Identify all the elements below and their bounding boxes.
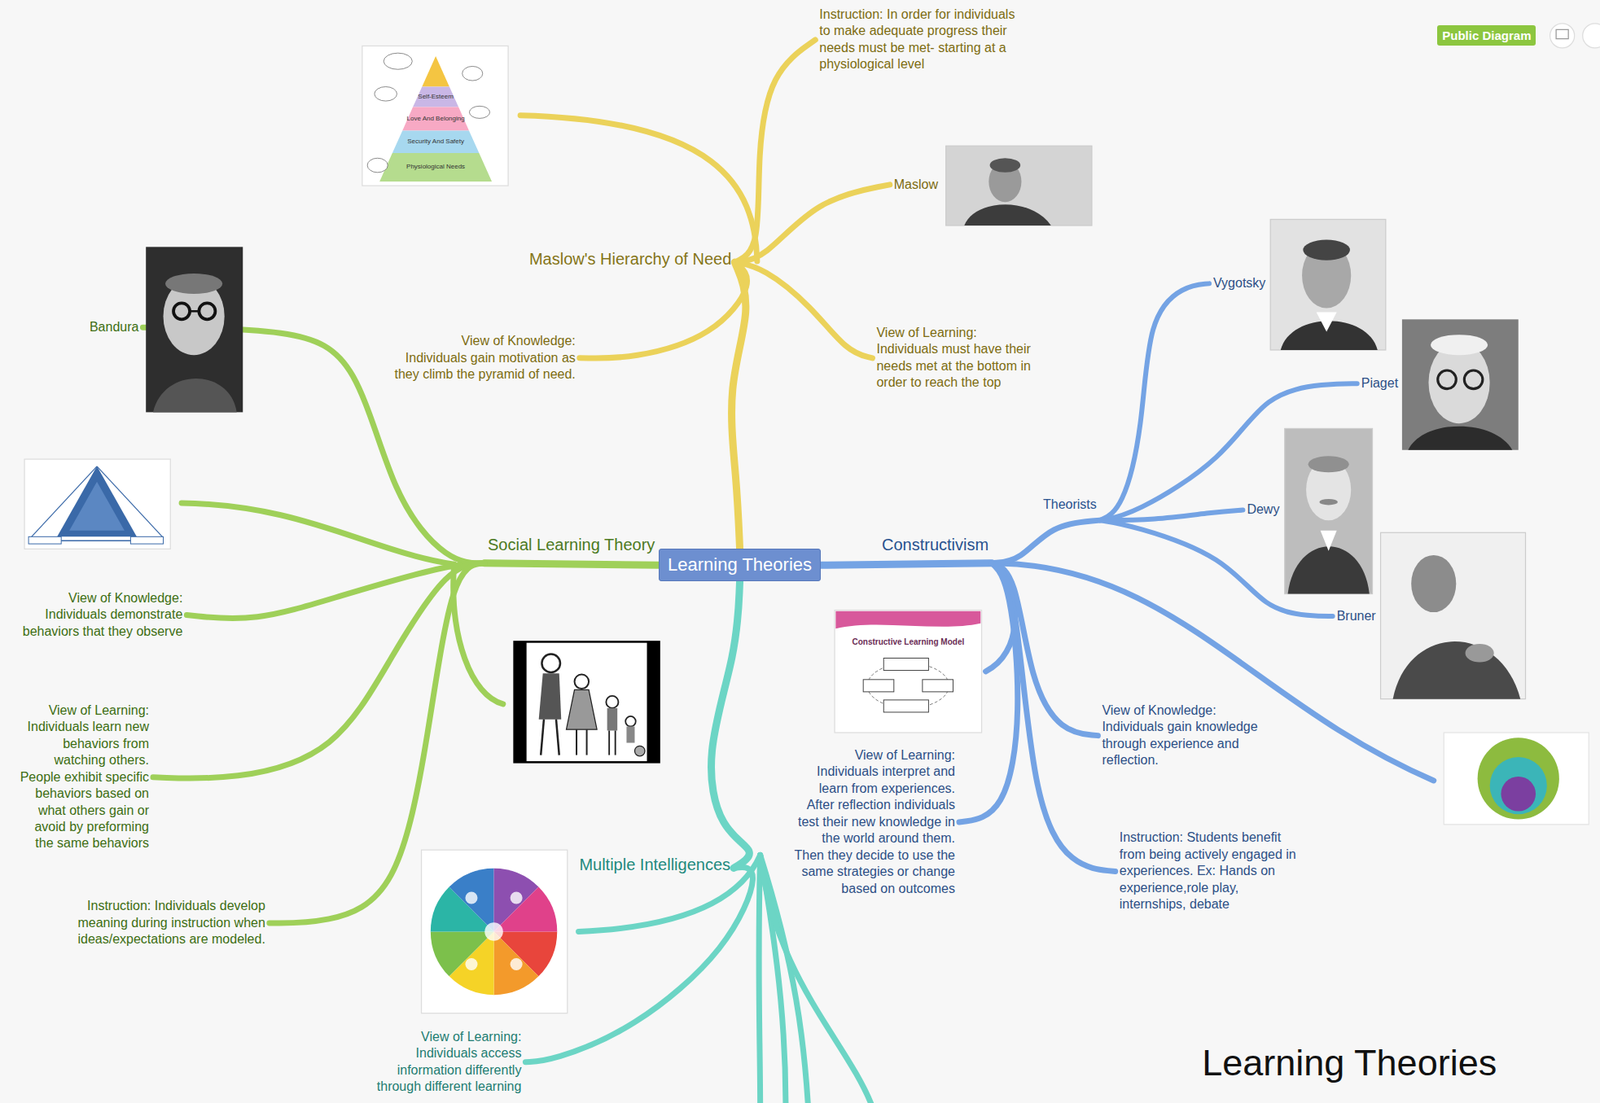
caption: Learning Theories — [1201, 1042, 1497, 1085]
branch-connector — [820, 563, 992, 566]
image-branch — [520, 115, 758, 262]
leaf-note: Instruction: In order for individuals to… — [815, 4, 1022, 76]
sub-topic: Theorists — [1039, 495, 1101, 521]
vygotsky-photo — [1270, 219, 1386, 350]
node-text: Instruction: Individuals develop meaning… — [61, 898, 266, 948]
node-text: Individuals interpret and learn from exp… — [791, 763, 956, 898]
node-text: Public Diagram — [1442, 27, 1531, 44]
node-text: Constructivism — [881, 534, 989, 557]
node-text: Individuals gain motivation as they clim… — [386, 350, 576, 384]
node-text: Instruction: Students benefit from being… — [1119, 829, 1309, 913]
theorist-name: Bandura — [85, 316, 144, 338]
image-branch — [181, 503, 455, 565]
leaf-note: View of Learning:Individuals must have t… — [872, 322, 1059, 395]
branch-connector — [1100, 510, 1244, 522]
constructive-model-image — [834, 610, 982, 733]
node-text: Theorists — [1043, 496, 1097, 513]
branch-connector — [991, 520, 1101, 564]
public-badge: Public Diagram — [1437, 25, 1536, 46]
branch-topic: Multiple Intelligences — [575, 853, 734, 884]
bandura-photo — [145, 246, 243, 413]
node-text: View of Learning: — [16, 702, 150, 719]
leaf-note: View of Learning:Individuals learn new b… — [12, 700, 154, 855]
central-topic: Learning Theories — [658, 548, 821, 582]
node-text: View of Knowledge: — [1101, 702, 1266, 719]
piaget-photo — [1402, 319, 1519, 450]
leaf-note: View of Knowledge:Individuals gain motiv… — [382, 330, 580, 386]
theorist-name: Dewy — [1242, 499, 1284, 521]
node-text: Dewy — [1246, 501, 1280, 518]
node-text: View of Knowledge: — [386, 333, 576, 350]
pyramid-level-label: Love And Belonging — [407, 115, 465, 123]
pyramid-level-label: Security And Safety — [407, 138, 465, 146]
node-text: Individuals access information different… — [368, 1045, 522, 1096]
theorist-name: Bruner — [1332, 605, 1381, 627]
node-text: Maslow's Hierarchy of Need — [529, 249, 732, 271]
branch-connector — [734, 39, 816, 263]
branch-connector — [734, 262, 873, 359]
node-text: Social Learning Theory — [487, 534, 655, 557]
node-text: Bandura — [89, 319, 140, 336]
node-text: Individuals demonstrate behaviors that t… — [14, 606, 184, 640]
node-text: View of Learning: — [368, 1029, 522, 1046]
branch-connector — [711, 581, 750, 868]
leaf-note: Instruction: Individuals develop meaning… — [56, 895, 270, 951]
pyramid-level-label: Physiological Needs — [406, 163, 465, 171]
pyramid-level-label: Self-Esteem — [417, 93, 454, 101]
branch-connector — [1100, 283, 1210, 521]
branch-connector — [579, 262, 748, 359]
multiple-intelligences-image — [421, 850, 568, 1014]
node-text: View of Learning: — [791, 747, 956, 764]
concentric-circles-image — [1443, 732, 1589, 825]
theorist-name: Maslow — [889, 174, 943, 196]
node-text: Maslow — [894, 176, 939, 193]
branch-topic: Constructivism — [878, 533, 992, 564]
node-text: Individuals learn new behaviors from wat… — [16, 718, 150, 853]
node-text: View of Learning: — [876, 324, 1055, 342]
leaf-note: View of Learning:Individuals access info… — [363, 1026, 526, 1099]
branch-topic: Social Learning Theory — [484, 533, 658, 564]
offpage-branch — [758, 854, 761, 1103]
node-text: Individuals must have their needs met at… — [876, 341, 1055, 391]
leaf-note: Instruction: Students benefit from being… — [1115, 827, 1313, 916]
branch-connector — [484, 563, 659, 566]
node-text: Vygotsky — [1213, 275, 1266, 292]
node-text: Instruction: In order for individuals to… — [819, 6, 1018, 74]
bruner-photo — [1380, 532, 1526, 699]
maslow-photo — [946, 145, 1092, 226]
node-text: Individuals gain knowledge through exper… — [1101, 718, 1266, 769]
dewey-photo — [1284, 428, 1373, 594]
branch-connector — [734, 184, 890, 263]
image-branch — [453, 564, 504, 705]
theorist-name: Vygotsky — [1209, 272, 1270, 294]
node-text: Multiple Intelligences — [578, 854, 731, 877]
image-title: Constructive Learning Model — [851, 637, 965, 647]
node-text: Bruner — [1336, 608, 1377, 625]
toolbar-icons — [1550, 23, 1600, 49]
social-learning-triangle-image — [24, 459, 171, 549]
observation-cartoon — [512, 640, 660, 763]
branch-topic: Maslow's Hierarchy of Need — [526, 247, 735, 278]
theorist-name: Piaget — [1357, 372, 1403, 395]
hierarchy-pyramid-image — [362, 45, 509, 186]
image-branch — [998, 563, 1434, 781]
branch-connector — [186, 563, 485, 619]
node-text: View of Knowledge: — [14, 590, 184, 607]
leaf-note: View of Knowledge:Individuals gain knowl… — [1097, 700, 1270, 772]
leaf-note: View of Knowledge:Individuals demonstrat… — [10, 587, 188, 643]
leaf-note: View of Learning:Individuals interpret a… — [787, 745, 960, 900]
node-text: Learning Theories — [667, 553, 812, 577]
node-text: Piaget — [1361, 375, 1399, 392]
